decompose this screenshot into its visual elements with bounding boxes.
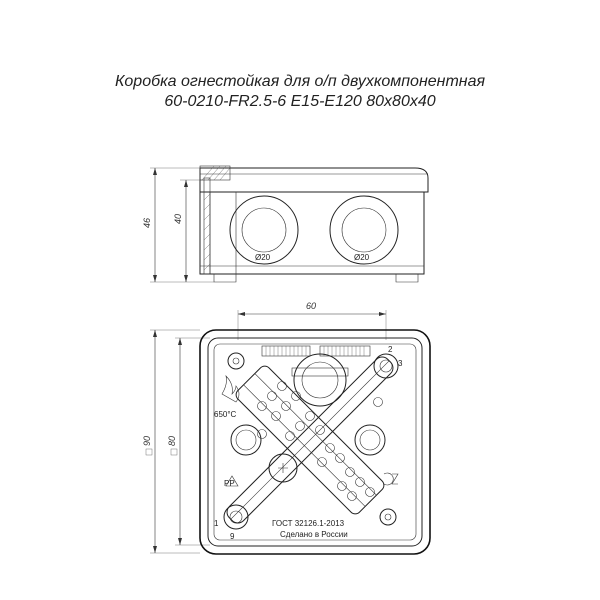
terminal-combs [261,345,371,357]
gland-left-diameter: Ø20 [255,253,271,262]
dim-height-outer: 46 [142,218,152,228]
dim-outer: 90 [142,436,152,446]
dim-inner: 80 [167,436,177,446]
side-knockout-right [354,424,386,456]
lid-section-hatch [199,165,231,181]
side-view: Ø20 Ø20 46 40 [142,165,429,283]
dimension-width: 60 [237,301,387,340]
title-line-1: Коробка огнестойкая для о/п двухкомпонен… [115,73,486,90]
corner-number-1: 1 [214,519,219,528]
cable-gland-right: Ø20 [329,195,399,265]
fire-rating-mark: 650°C [214,375,240,419]
terminal-block-diagonal-a [226,356,394,524]
corner-number-2: 2 [388,345,393,354]
dimension-height: 46 40 [142,167,214,283]
recycle-mark: PP [224,475,239,488]
made-in-label: Сделано в России [280,530,348,539]
temperature-label: 650°C [214,410,237,419]
corner-posts [223,352,399,530]
conformity-mark [383,472,399,486]
center-mount [268,453,298,483]
top-view: 60 90 80 [142,301,431,555]
terminal-block-diagonal-b [235,365,385,515]
title-line-2: 60-0210-FR2.5-6 E15-E120 80х80х40 [164,93,435,110]
side-knockout-left [230,424,262,456]
gland-right-diameter: Ø20 [354,253,370,262]
dimension-sides: 90 80 [142,329,210,554]
pp-label: PP [224,479,235,488]
dim-width: 60 [306,301,316,311]
corner-number-3: 3 [398,359,403,368]
corner-number-9: 9 [230,532,235,541]
terminal-screws [257,381,383,501]
standard-label: ГОСТ 32126.1-2013 [272,519,345,528]
dim-height-inner: 40 [173,214,183,224]
cable-gland-left: Ø20 [229,195,299,265]
ceramic-holder-top [291,353,349,407]
